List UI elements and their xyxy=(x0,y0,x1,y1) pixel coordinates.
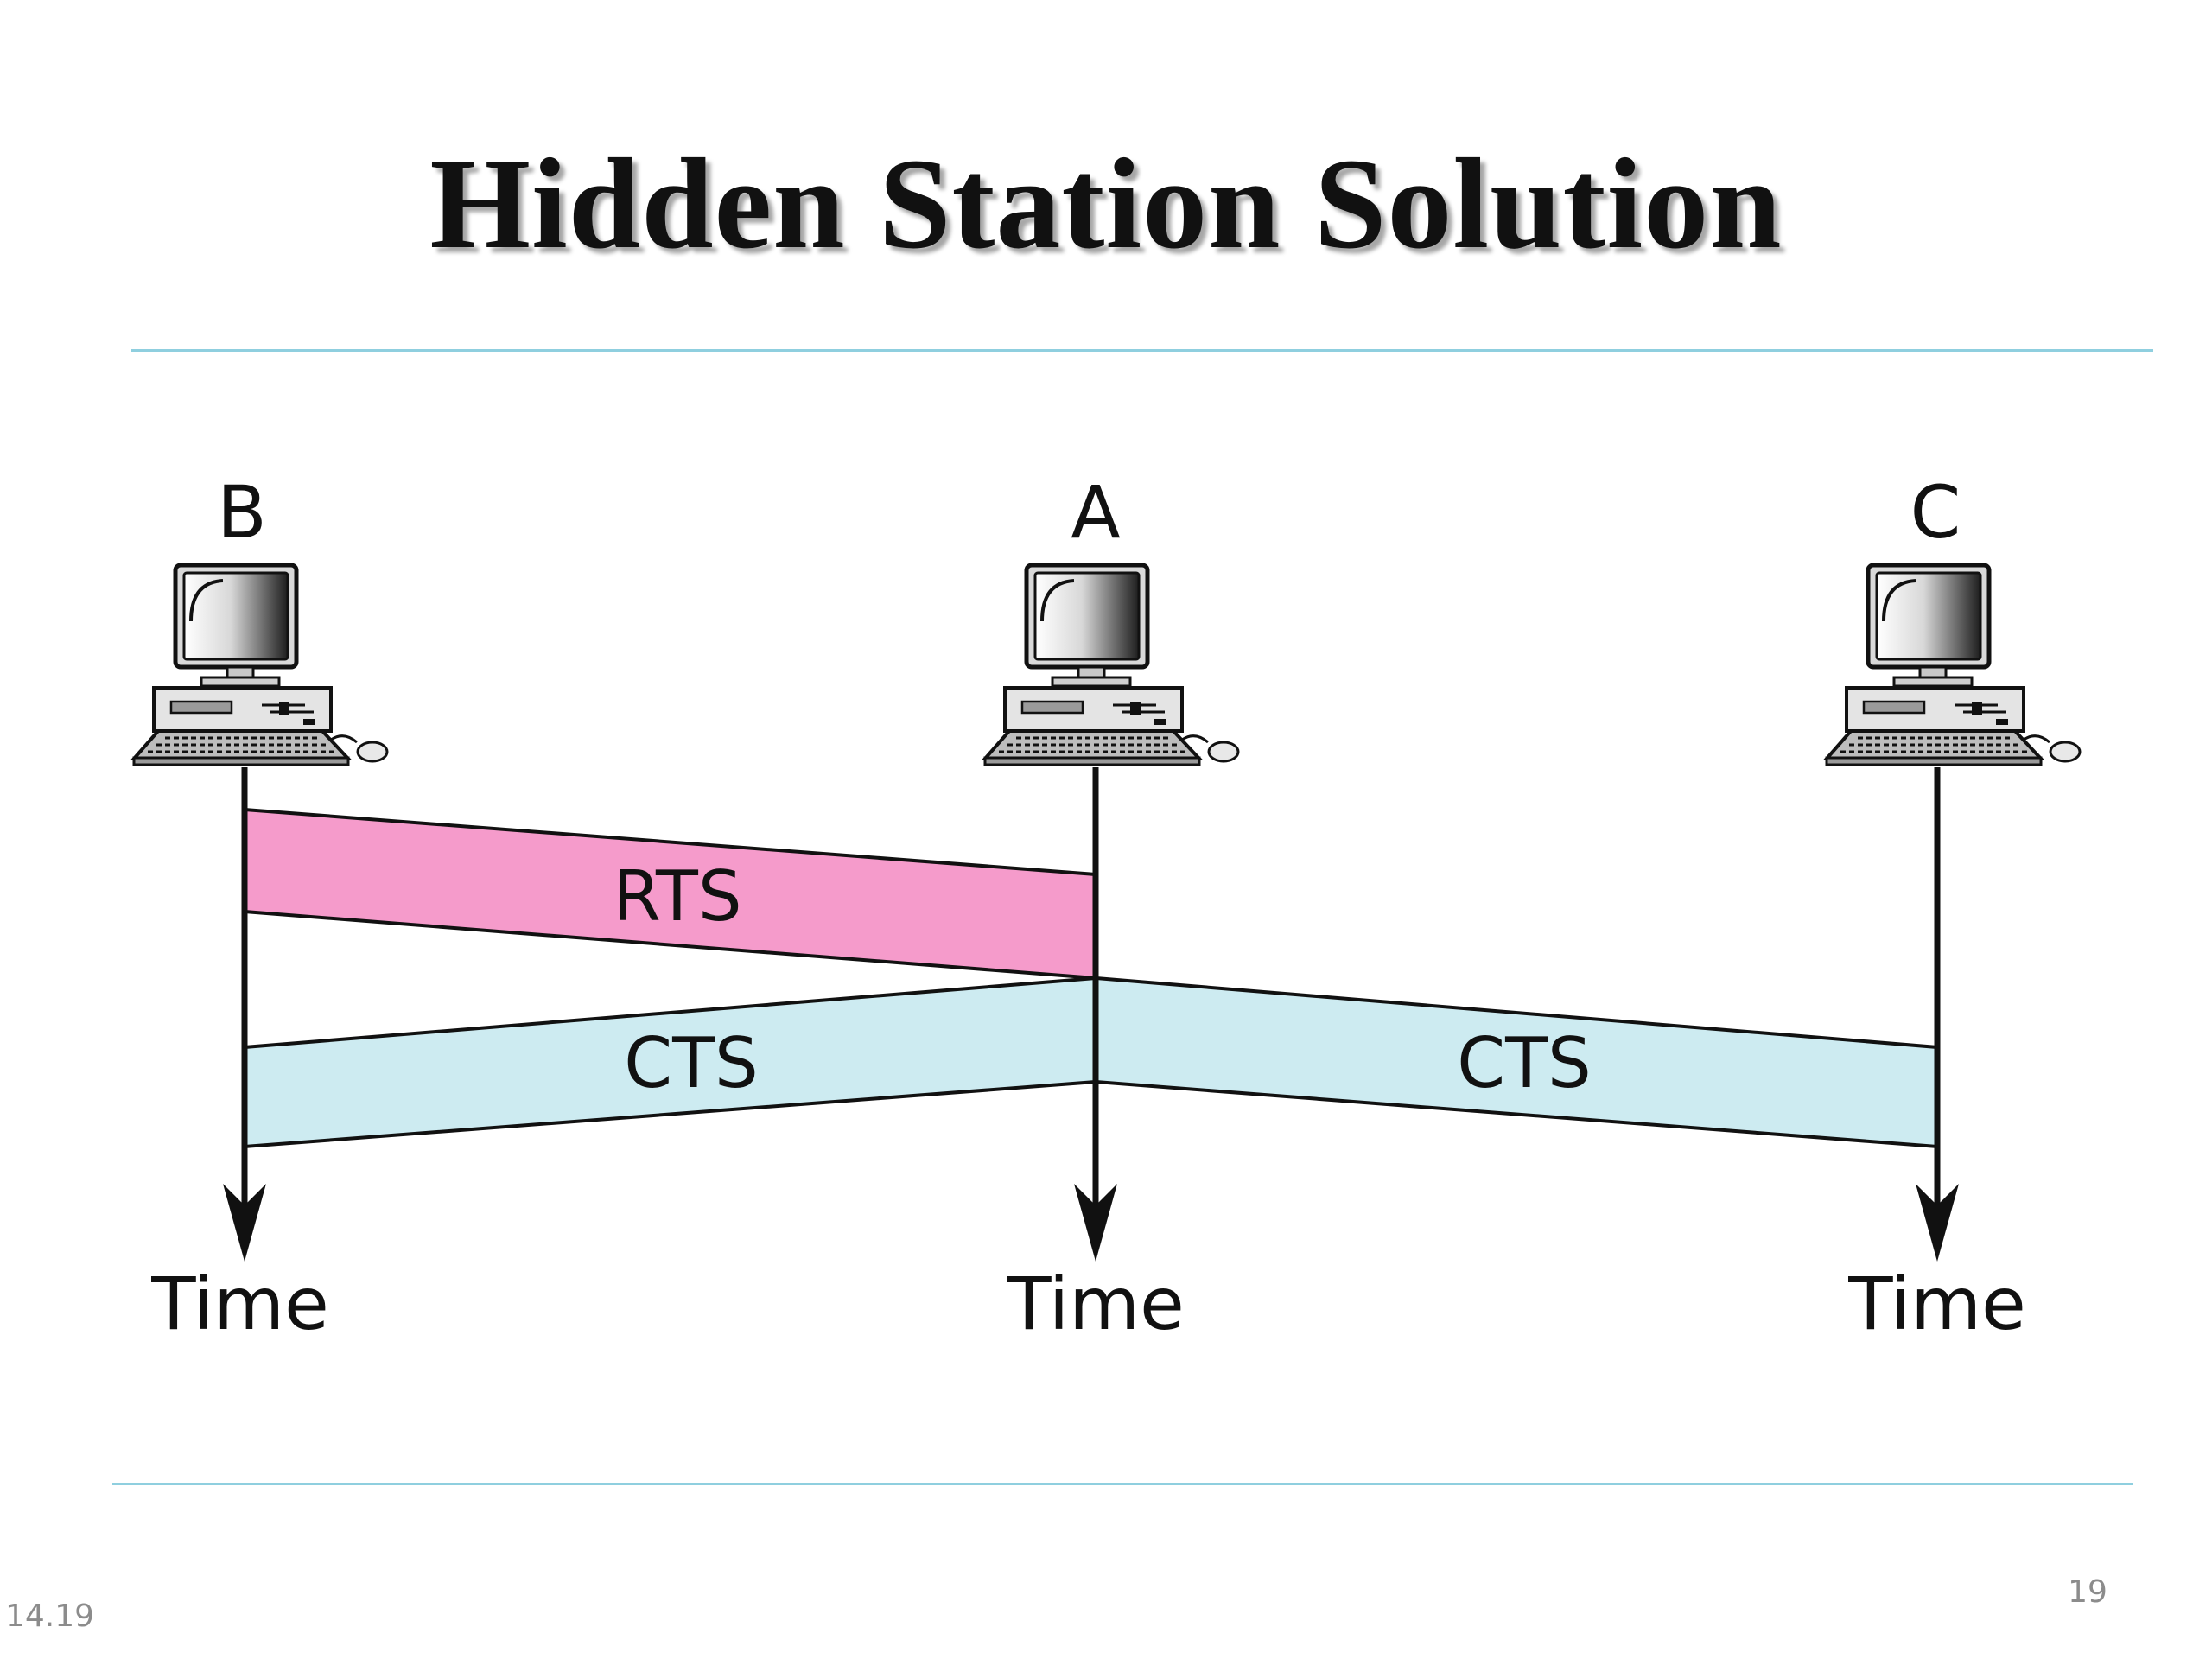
computer-icon xyxy=(985,565,1238,765)
footer-divider xyxy=(112,1483,2133,1485)
cts-label-left: CTS xyxy=(624,1023,759,1103)
arrowhead-b xyxy=(223,1184,266,1262)
station-label-c: C xyxy=(1910,470,1961,555)
arrowhead-a xyxy=(1074,1184,1117,1262)
section-number: 14.19 xyxy=(5,1599,95,1634)
slide-title: Hidden Station Solution xyxy=(429,132,1783,276)
arrowhead-c xyxy=(1916,1184,1959,1262)
title-divider xyxy=(131,349,2153,352)
time-label-a: Time xyxy=(1006,1262,1185,1346)
computer-icon xyxy=(134,565,387,765)
station-label-a: A xyxy=(1071,470,1120,555)
time-label-b: Time xyxy=(150,1262,329,1346)
computer-icon xyxy=(1827,565,2080,765)
rts-label: RTS xyxy=(613,856,741,937)
station-label-b: B xyxy=(217,470,267,555)
cts-label-right: CTS xyxy=(1457,1023,1592,1103)
page-number: 19 xyxy=(2068,1574,2107,1610)
time-label-c: Time xyxy=(1847,1262,2026,1346)
